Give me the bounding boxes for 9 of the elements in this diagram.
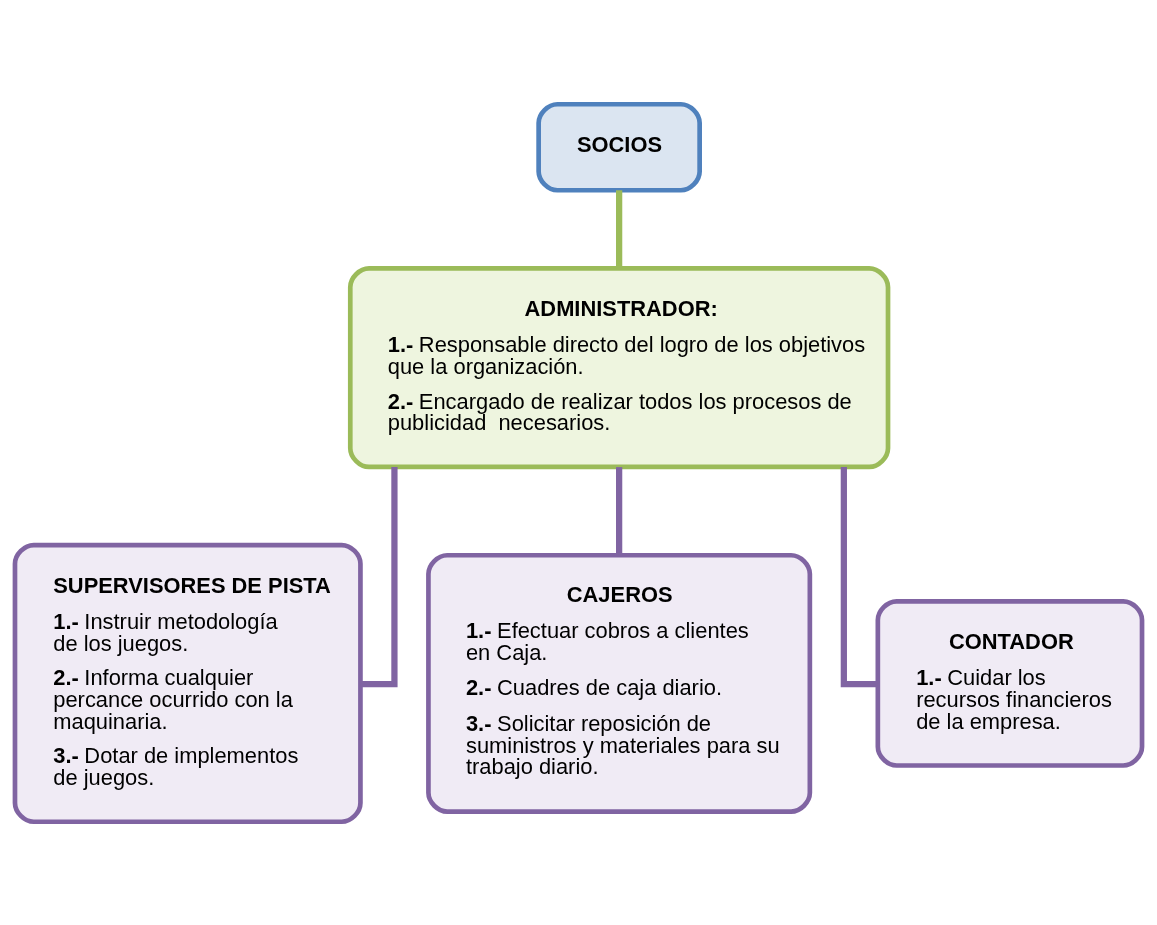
connector [360, 466, 398, 687]
connector [840, 466, 878, 687]
node-box: ADMINISTRADOR: 1.- Responsable directo del logro de los objetivos que la organización. 2.- Encargado de realizar todos los procesos de publicidad necesarios. [347, 265, 891, 469]
node-box: CAJEROS 1.- Efectuar cobros a clientes en Caja. 2.- Cuadres de caja diario. 3.- Solicitar reposición de suministros y materiales para su trabajo diario. [426, 552, 813, 814]
node-box: SOCIOS [536, 101, 702, 193]
connector [616, 466, 623, 555]
connector [616, 189, 623, 268]
node-box: CONTADOR 1.- Cuidar los recursos financieros de la empresa. [875, 598, 1145, 768]
node-box: SUPERVISORES DE PISTA 1.- Instruir metodología de los juegos. 2.- Informa cualquier percance ocurrido con la maquinaria. 3.- Dotar de implementos de juegos. [12, 542, 363, 824]
